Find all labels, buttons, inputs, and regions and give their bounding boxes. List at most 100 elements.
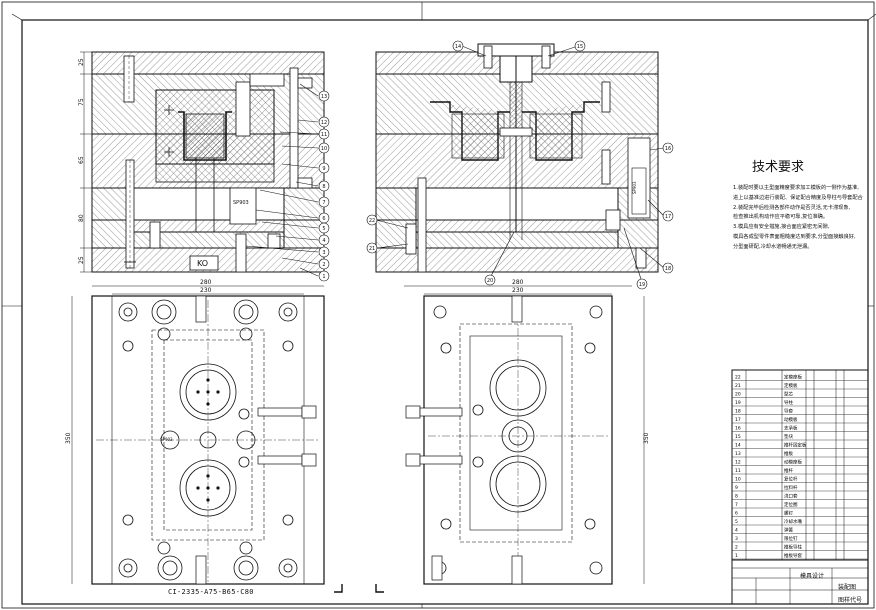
bom-row-number: 14: [735, 443, 741, 449]
bom-row-name: 推板: [784, 450, 793, 457]
tech-requirements-title: 技术要求: [752, 160, 805, 175]
bom-row-name: 弹簧: [784, 527, 793, 534]
balloon-13: 13: [321, 94, 327, 100]
bom-row-number: 15: [735, 434, 741, 440]
balloon-7: 7: [322, 200, 325, 206]
balloon-16: 16: [665, 146, 671, 152]
bom-row-number: 1: [735, 553, 738, 559]
dim-width-230: 230: [200, 287, 212, 294]
bom-row-number: 5: [735, 519, 738, 525]
spring-label: SP903: [233, 200, 249, 206]
left-plan-view: 280 230 S: [65, 279, 325, 585]
bom-row-name: 型芯: [784, 391, 793, 398]
dim-width-280: 280: [200, 279, 212, 286]
bom-row-name: 导柱: [784, 399, 793, 406]
bom-row-number: 4: [735, 528, 738, 534]
balloon-2: 2: [322, 262, 325, 268]
dim-height-left: 350: [65, 432, 72, 444]
bom-row-number: 22: [735, 375, 741, 381]
balloon-9: 9: [322, 166, 325, 172]
bom-row-name: 拉料杆: [784, 484, 798, 491]
section-arrow-marks: [334, 584, 384, 593]
title-block-school: 模具设计: [800, 573, 825, 580]
balloon-10: 10: [321, 146, 327, 152]
balloon-21: 21: [369, 246, 375, 252]
bom-row-name: 动模座板: [784, 459, 802, 466]
bom-row-name: 垫块: [784, 433, 793, 440]
bom-table: [731, 369, 869, 605]
balloon-20: 20: [487, 278, 493, 284]
balloon-5: 5: [322, 226, 325, 232]
balloon-15: 15: [577, 44, 583, 50]
tech-line: 1.装配时要以主型面精度要求加工模板的一侧作为基准,: [733, 185, 859, 191]
bom-row-name: 推杆固定板: [784, 442, 807, 449]
bom-row-number: 17: [735, 417, 741, 423]
bom-row-number: 7: [735, 502, 738, 508]
mold-base-model-code: CI-2335-A75-B65-C80: [168, 588, 254, 596]
section-mark: KO: [197, 259, 208, 268]
dim-plate-5: 25: [78, 256, 85, 264]
balloon-19: 19: [639, 282, 645, 288]
spring-label: SP903: [160, 437, 173, 442]
bom-row-number: 3: [735, 536, 738, 542]
left-balloons: [245, 83, 330, 282]
tech-line: 2.装配完毕后检测各部件动作是否灵活,无卡滞现象,: [733, 204, 851, 211]
bom-row-number: 2: [735, 545, 738, 551]
balloon-4: 4: [322, 238, 325, 244]
balloon-8: 8: [322, 184, 325, 190]
bom-row-number: 19: [735, 400, 741, 406]
balloon-1: 1: [322, 274, 325, 280]
dim-plate-3: 65: [78, 156, 85, 164]
bom-row-number: 13: [735, 451, 741, 457]
dim-plate-2: 75: [78, 98, 85, 106]
bom-row-name: 推杆: [784, 467, 793, 474]
tech-line: 3.模具应有安全措施,接合面应紧密无间隙,: [733, 224, 830, 231]
bom-row-name: 定模板: [784, 382, 798, 389]
title-block-drawing-name: 装配图: [838, 584, 857, 591]
balloon-17: 17: [665, 214, 671, 220]
title-block-drawing-no: 图样代号: [838, 597, 863, 604]
tech-line: 模具各成型零件表面粗糙度达到要求,分型面接触良好,: [733, 233, 856, 240]
tech-line: 进上以基准边进行装配、保证配合精度及导柱与导套配合: [733, 194, 863, 201]
bom-row-number: 21: [735, 383, 741, 389]
bom-row-name: 限位钉: [784, 535, 798, 542]
balloon-12: 12: [321, 120, 327, 126]
balloon-3: 3: [322, 250, 325, 256]
tech-line: 分型面研配,冷却水道畅通无泄漏。: [733, 243, 813, 250]
tech-line: 检查推出机构动作应平稳可靠,复位准确。: [733, 214, 829, 221]
balloon-6: 6: [322, 216, 325, 222]
balloon-22: 22: [369, 218, 375, 224]
balloon-11: 11: [321, 132, 327, 138]
balloon-14: 14: [455, 44, 461, 50]
bom-row-name: 浇口套: [784, 493, 798, 500]
dim-plate-1: 25: [78, 58, 85, 66]
bom-row-name: 推板导柱: [784, 544, 802, 551]
bom-row-name: 支承板: [784, 425, 798, 432]
bom-row-name: 定模座板: [784, 374, 802, 381]
bom-row-name: 导套: [784, 408, 793, 415]
bom-row-number: 18: [735, 409, 741, 415]
right-balloons: [366, 40, 674, 290]
tech-requirements: 1.装配时要以主型面精度要求加工模板的一侧作为基准, 进上以基准边进行装配、保证…: [733, 184, 863, 253]
bom-row-name: 螺钉: [784, 510, 793, 517]
dim-height-right: 350: [643, 432, 650, 444]
bom-row-name: 复位杆: [784, 476, 798, 483]
bom-row-number: 9: [735, 485, 738, 491]
left-section-view: SP903 KO 25 75 65 80 25: [78, 51, 325, 273]
right-plan-view: 280 230 350: [404, 279, 650, 585]
bom-row-number: 10: [735, 477, 741, 483]
dim-width-280-right: 280: [512, 279, 524, 286]
balloon-18: 18: [665, 266, 671, 272]
dim-width-230-right: 230: [512, 287, 524, 294]
bom-row-number: 8: [735, 494, 738, 500]
bom-row-name: 动模板: [784, 416, 798, 423]
bom-row-number: 16: [735, 426, 741, 432]
bom-row-number: 20: [735, 392, 741, 398]
spring-label: SP903: [632, 181, 637, 194]
dim-plate-4: 80: [78, 214, 85, 222]
bom-row-name: 冷却水嘴: [784, 518, 802, 525]
bom-row-name: 推板导套: [784, 552, 802, 559]
right-section-view: SP903: [375, 43, 659, 273]
